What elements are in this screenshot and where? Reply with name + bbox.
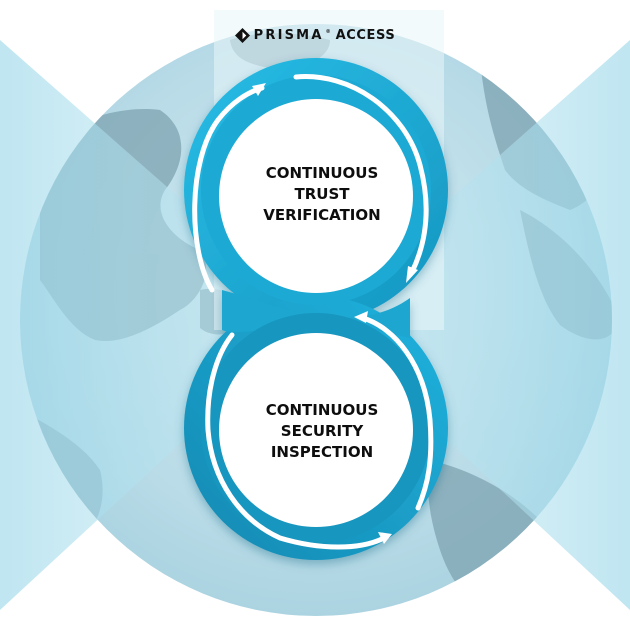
prisma-access-logo: PRISMA ® ACCESS xyxy=(0,28,630,43)
top-node-disc xyxy=(219,99,413,293)
registered-mark: ® xyxy=(325,28,331,35)
brand-name: PRISMA xyxy=(253,28,324,43)
bottom-node-line-1: CONTINUOUS xyxy=(265,401,379,419)
bottom-node-line-2: SECURITY xyxy=(280,422,364,440)
brand-product: ACCESS xyxy=(335,28,396,43)
top-node-label: CONTINUOUS TRUST VERIFICATION xyxy=(232,163,412,226)
arrowhead-top xyxy=(252,83,266,96)
top-node-line-3: VERIFICATION xyxy=(263,206,381,224)
arrowhead-bottom xyxy=(378,532,392,544)
globe-background xyxy=(0,10,630,616)
bottom-node-disc xyxy=(219,333,413,527)
arrow-top-left-arc xyxy=(192,85,265,293)
arrowhead-top-right xyxy=(406,266,418,283)
arrowhead-bottom-left xyxy=(354,311,368,323)
bottom-node-label: CONTINUOUS SECURITY INSPECTION xyxy=(232,400,412,463)
top-node-line-1: CONTINUOUS xyxy=(265,164,379,182)
bottom-node-line-3: INSPECTION xyxy=(270,443,374,461)
arrow-bottom-right-arc xyxy=(360,315,434,511)
arrow-top-right-arc xyxy=(293,74,429,275)
flow-arrows xyxy=(192,74,434,550)
top-node-line-2: TRUST xyxy=(294,185,350,203)
prisma-diamond-icon xyxy=(234,28,250,43)
arrow-bottom-left-arc xyxy=(205,332,387,550)
